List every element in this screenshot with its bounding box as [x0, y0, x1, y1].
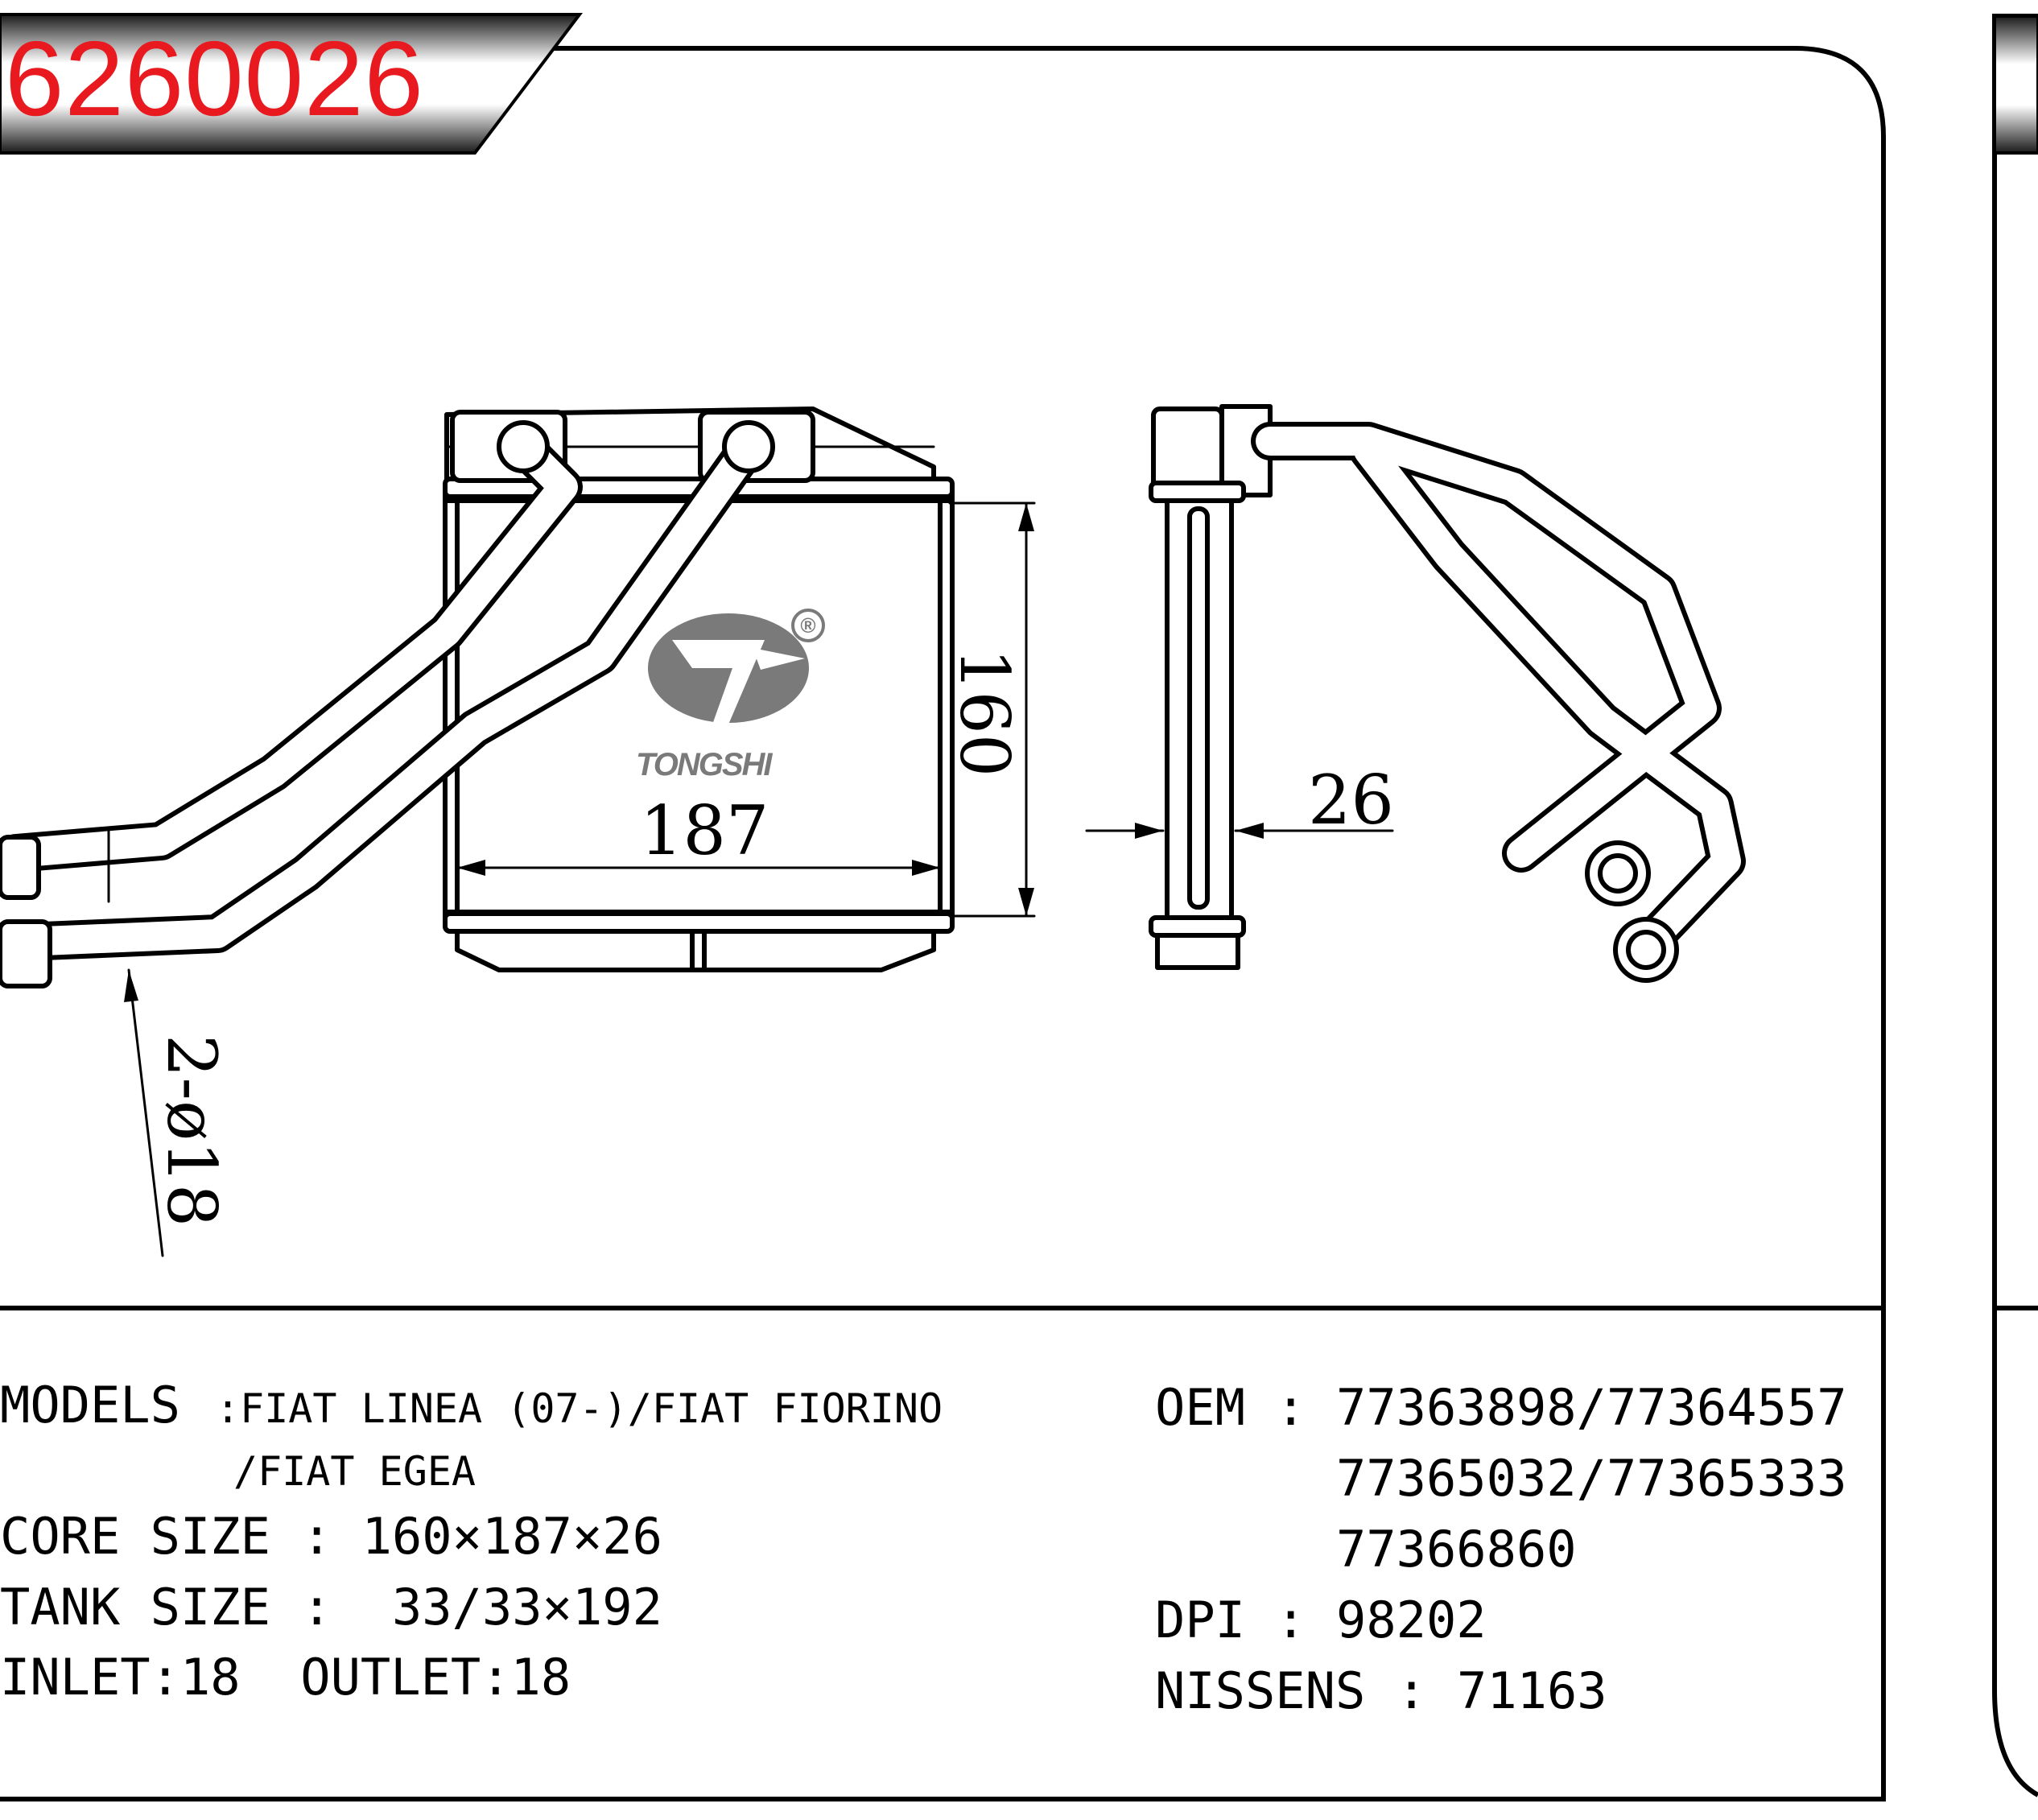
dim-width: 187	[640, 791, 769, 870]
dim-thickness: 26	[1308, 761, 1394, 840]
oem-label: OEM	[1155, 1378, 1245, 1437]
models-value-1: :FIAT LINEA (07-)/FIAT FIORINO	[216, 1385, 943, 1432]
tank-size-label: TANK SIZE	[0, 1578, 270, 1636]
brand-text: TONGSHI	[636, 747, 773, 782]
tongshi-logo-icon	[648, 613, 809, 724]
core-size-value: : 160×187×26	[302, 1507, 662, 1566]
oem-line-3: 77366860	[1336, 1520, 1577, 1579]
inlet-outlet: INLET:18 OUTLET:18	[0, 1648, 571, 1707]
dpi-sep: :	[1276, 1591, 1306, 1649]
registered-mark: ®	[791, 609, 825, 642]
dim-height: 160	[945, 648, 1024, 778]
dpi-label: DPI	[1155, 1591, 1245, 1649]
nissens-value: 71163	[1457, 1661, 1607, 1720]
dpi-value: 98202	[1336, 1591, 1487, 1649]
nissens-label: NISSENS	[1155, 1661, 1366, 1720]
oem-sep: :	[1276, 1378, 1306, 1437]
nissens-sep: :	[1396, 1661, 1427, 1720]
oem-line-2: 77365032/77365333	[1336, 1449, 1847, 1508]
core-size-label: CORE SIZE	[0, 1507, 270, 1566]
dim-pipe: 2-ø18	[152, 1034, 231, 1228]
models-label: MODELS	[0, 1376, 180, 1434]
tank-size-value: : 33/33×192	[302, 1578, 662, 1636]
models-value-2: /FIAT EGEA	[233, 1448, 476, 1495]
oem-line-1: 77363898/77364557	[1336, 1378, 1847, 1437]
part-number: 6260026	[5, 19, 424, 138]
